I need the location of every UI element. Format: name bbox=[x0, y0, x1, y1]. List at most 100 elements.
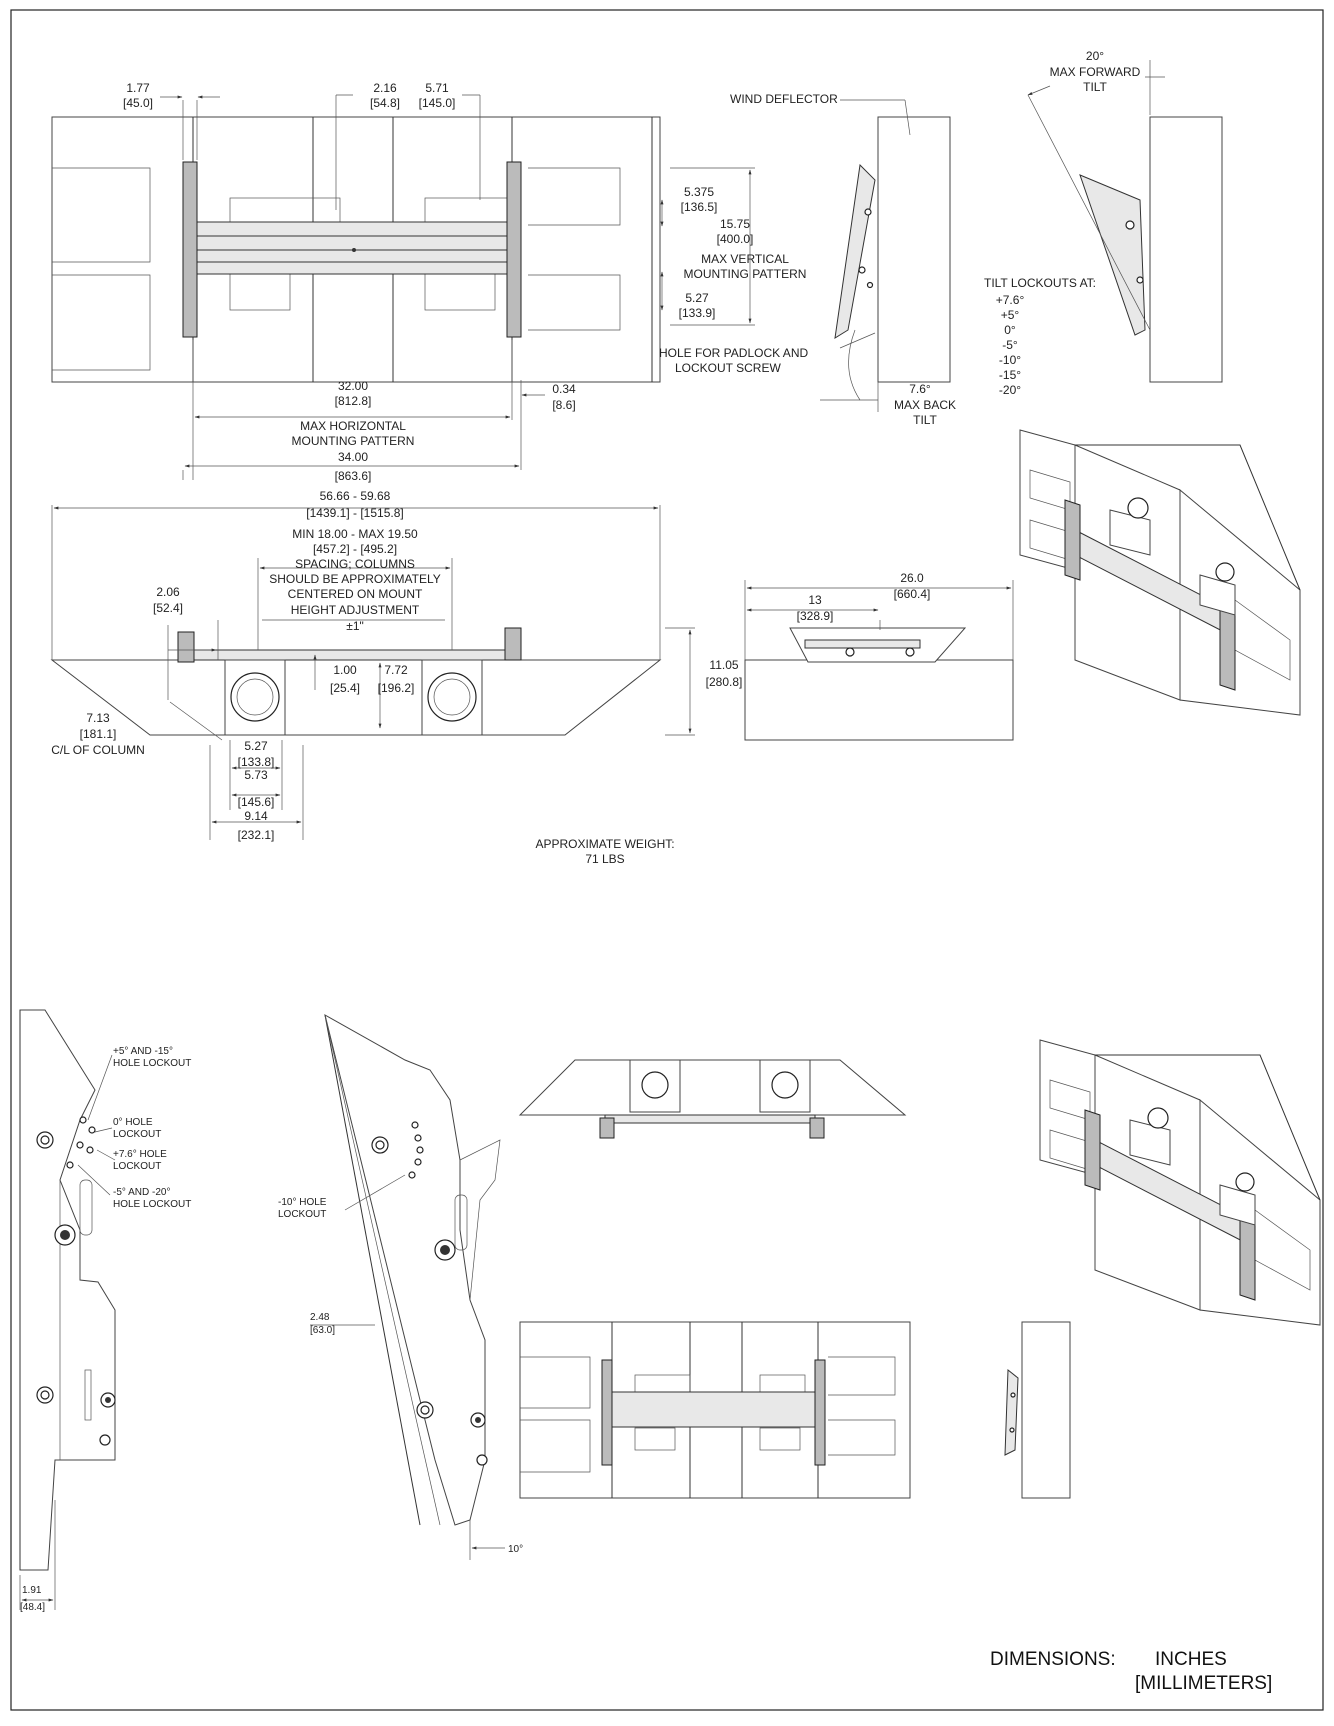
svg-text:[45.0]: [45.0] bbox=[123, 96, 153, 110]
dim-15-75: 15.75 bbox=[720, 217, 750, 231]
svg-text:CENTERED ON MOUNT: CENTERED ON MOUNT bbox=[288, 587, 423, 601]
forward-tilt-angle: 20° bbox=[1086, 49, 1104, 63]
units-millimeters: [MILLIMETERS] bbox=[1135, 1673, 1273, 1694]
dim-2-06: 2.06 bbox=[156, 585, 180, 599]
lockout-label-7-6: +7.6° HOLE bbox=[113, 1149, 167, 1160]
svg-text:SPACING; COLUMNS: SPACING; COLUMNS bbox=[295, 557, 415, 571]
svg-text:[136.5]: [136.5] bbox=[681, 200, 718, 214]
dim-5-27-top: 5.27 bbox=[244, 739, 268, 753]
dim-2-48: 2.48 bbox=[310, 1312, 330, 1323]
svg-text:[812.8]: [812.8] bbox=[335, 394, 372, 408]
front-view bbox=[51, 116, 661, 383]
svg-text:[8.6]: [8.6] bbox=[552, 398, 575, 412]
dim-9-14: 9.14 bbox=[244, 809, 268, 823]
weight-note: APPROXIMATE WEIGHT: 71 LBS bbox=[535, 837, 674, 866]
dim-26-0: 26.0 bbox=[900, 571, 924, 585]
svg-text:[63.0]: [63.0] bbox=[310, 1325, 335, 1336]
units-note: DIMENSIONS: INCHES [MILLIMETERS] bbox=[990, 1648, 1272, 1694]
dim-32-00: 32.00 bbox=[338, 379, 368, 393]
tilt-lockout-item: -20° bbox=[999, 383, 1021, 397]
units-inches: INCHES bbox=[1155, 1649, 1227, 1670]
isometric-view-bottom bbox=[1039, 1039, 1321, 1326]
svg-text:[660.4]: [660.4] bbox=[894, 587, 931, 601]
tilt-lockout-item: +7.6° bbox=[996, 293, 1025, 307]
dim-1-91: 1.91 bbox=[22, 1585, 42, 1596]
bracket-detail-center-text: -10° HOLE LOCKOUT 2.48 [63.0] 10° bbox=[278, 1197, 523, 1555]
tilt-lockouts-title: TILT LOCKOUTS AT: bbox=[984, 276, 1096, 290]
sheet-border bbox=[10, 9, 1324, 1711]
dim-1-00: 1.00 bbox=[333, 663, 357, 677]
dim-7-13: 7.13 bbox=[86, 711, 110, 725]
svg-text:LOCKOUT: LOCKOUT bbox=[113, 1129, 161, 1140]
back-tilt-angle: 7.6° bbox=[909, 382, 931, 396]
tilt-lockout-item: +5° bbox=[1001, 308, 1020, 322]
bottom-top-view bbox=[518, 1059, 907, 1139]
column-spacing-label: MIN 18.00 - MAX 19.50 bbox=[292, 527, 418, 541]
forward-tilt-view bbox=[1027, 60, 1223, 383]
svg-text:[457.2] - [495.2]: [457.2] - [495.2] bbox=[313, 542, 397, 556]
svg-text:SHOULD BE APPROXIMATELY: SHOULD BE APPROXIMATELY bbox=[269, 572, 441, 586]
weight-value: 71 LBS bbox=[585, 852, 624, 866]
lockout-label-5-20: -5° AND -20° bbox=[113, 1187, 170, 1198]
side-view-text: WIND DEFLECTOR HOLE FOR PADLOCK AND LOCK… bbox=[659, 92, 956, 427]
svg-text:[52.4]: [52.4] bbox=[153, 601, 183, 615]
svg-text:[181.1]: [181.1] bbox=[80, 727, 117, 741]
side-view bbox=[820, 99, 951, 412]
max-horizontal-label: MAX HORIZONTAL bbox=[300, 419, 406, 433]
bracket-detail-left-text: +5° AND -15° HOLE LOCKOUT 0° HOLE LOCKOU… bbox=[20, 1046, 191, 1613]
svg-text:LOCKOUT: LOCKOUT bbox=[278, 1209, 326, 1220]
dim-5-73: 5.73 bbox=[244, 768, 268, 782]
svg-text:LOCKOUT: LOCKOUT bbox=[113, 1161, 161, 1172]
dim-11-05: 11.05 bbox=[709, 658, 738, 672]
dim-overall-width: 56.66 - 59.68 bbox=[320, 489, 391, 503]
svg-text:[145.0]: [145.0] bbox=[419, 96, 456, 110]
svg-text:[328.9]: [328.9] bbox=[797, 609, 834, 623]
height-adjustment-label: HEIGHT ADJUSTMENT bbox=[291, 603, 420, 617]
weight-label: APPROXIMATE WEIGHT: bbox=[535, 837, 674, 851]
bracket-detail-left bbox=[19, 1009, 116, 1610]
front-dimensions bbox=[160, 94, 755, 480]
dim-2-16: 2.16 bbox=[373, 81, 397, 95]
svg-text:[133.8]: [133.8] bbox=[238, 755, 275, 769]
svg-text:[25.4]: [25.4] bbox=[330, 681, 360, 695]
svg-text:[54.8]: [54.8] bbox=[370, 96, 400, 110]
tilt-lockout-item: 0° bbox=[1004, 323, 1016, 337]
svg-text:[196.2]: [196.2] bbox=[378, 681, 415, 695]
wind-deflector-label: WIND DEFLECTOR bbox=[730, 92, 838, 106]
svg-text:TILT: TILT bbox=[1083, 80, 1107, 94]
tilt-lockout-item: -15° bbox=[999, 368, 1021, 382]
svg-text:[232.1]: [232.1] bbox=[238, 828, 275, 842]
isometric-view-top bbox=[1019, 429, 1301, 716]
units-title: DIMENSIONS: bbox=[990, 1649, 1116, 1670]
bottom-side-view bbox=[1004, 1321, 1071, 1499]
dim-5-375: 5.375 bbox=[684, 185, 714, 199]
svg-text:[48.4]: [48.4] bbox=[20, 1602, 45, 1613]
svg-text:HOLE LOCKOUT: HOLE LOCKOUT bbox=[113, 1199, 191, 1210]
svg-text:MOUNTING PATTERN: MOUNTING PATTERN bbox=[292, 434, 415, 448]
svg-text:[280.8]: [280.8] bbox=[706, 675, 743, 689]
dim-7-72: 7.72 bbox=[384, 663, 408, 677]
svg-text:[145.6]: [145.6] bbox=[238, 795, 275, 809]
bottom-front-view bbox=[519, 1321, 911, 1499]
svg-text:[1439.1] - [1515.8]: [1439.1] - [1515.8] bbox=[306, 506, 403, 520]
dim-5-27-front: 5.27 bbox=[685, 291, 709, 305]
svg-text:TILT: TILT bbox=[913, 413, 937, 427]
dim-34-00: 34.00 bbox=[338, 450, 368, 464]
dim-5-71: 5.71 bbox=[425, 81, 449, 95]
svg-text:MAX BACK: MAX BACK bbox=[894, 398, 956, 412]
svg-text:[400.0]: [400.0] bbox=[717, 232, 754, 246]
top-view-dimensions bbox=[51, 505, 695, 840]
tilt-lockout-item: -10° bbox=[999, 353, 1021, 367]
bracket-detail-center bbox=[310, 1013, 505, 1560]
right-top-view bbox=[744, 580, 1014, 741]
lockout-label-10: -10° HOLE bbox=[278, 1197, 327, 1208]
top-view bbox=[50, 627, 662, 736]
dim-0-34: 0.34 bbox=[552, 382, 576, 396]
svg-text:C/L OF COLUMN: C/L OF COLUMN bbox=[51, 743, 145, 757]
svg-text:LOCKOUT SCREW: LOCKOUT SCREW bbox=[675, 361, 781, 375]
forward-tilt-text: 20° MAX FORWARD TILT TILT LOCKOUTS AT: +… bbox=[984, 49, 1141, 397]
svg-text:HOLE LOCKOUT: HOLE LOCKOUT bbox=[113, 1058, 191, 1069]
dim-13: 13 bbox=[808, 593, 822, 607]
